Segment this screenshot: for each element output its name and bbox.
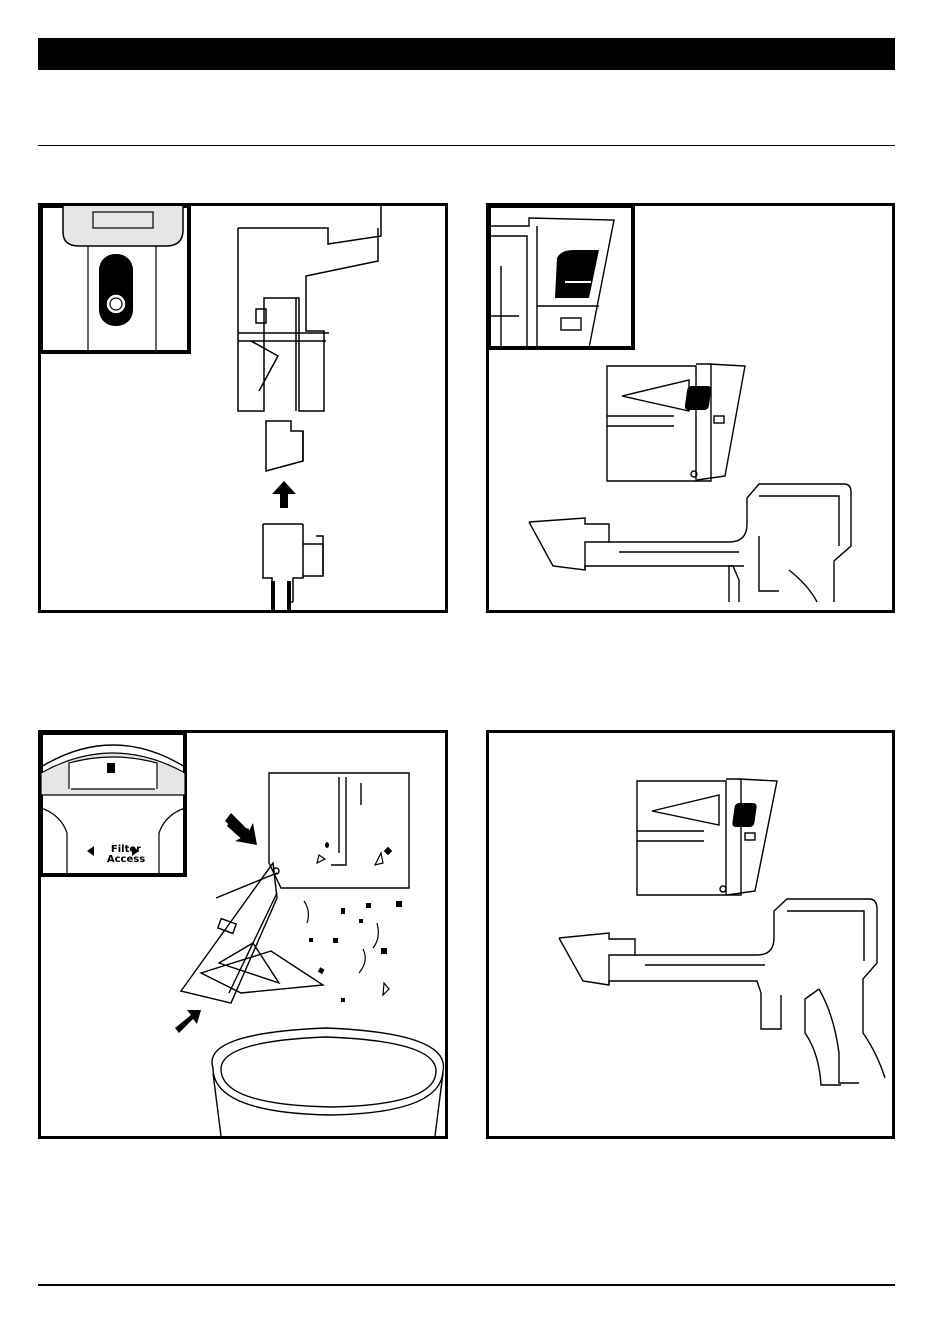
filter-label-line2: Access: [99, 855, 153, 865]
release-button-icon: [684, 386, 711, 410]
power-button-inset: [41, 206, 189, 352]
empty-bin-illustration: [41, 733, 445, 1136]
illustration-panel-2: [486, 203, 895, 613]
release-button-inset: [489, 206, 633, 348]
reattach-bin-illustration: [489, 733, 892, 1136]
power-button-icon: [106, 294, 126, 314]
illustration-panel-1: [38, 203, 448, 613]
filter-access-label: Filter Access: [99, 845, 153, 865]
header-bar: [38, 38, 895, 70]
remove-handheld-illustration: [41, 206, 445, 610]
bottom-rule: [38, 1284, 895, 1286]
push-arrow-icon: [175, 1010, 201, 1033]
handheld-vacuum-icon: [732, 803, 757, 827]
release-bin-illustration: [489, 206, 892, 610]
illustration-panel-3: Filter Access: [38, 730, 448, 1139]
illustration-panel-4: [486, 730, 895, 1139]
up-arrow-icon: [272, 481, 296, 508]
filter-access-icon: [107, 763, 115, 773]
top-rule: [38, 145, 895, 146]
